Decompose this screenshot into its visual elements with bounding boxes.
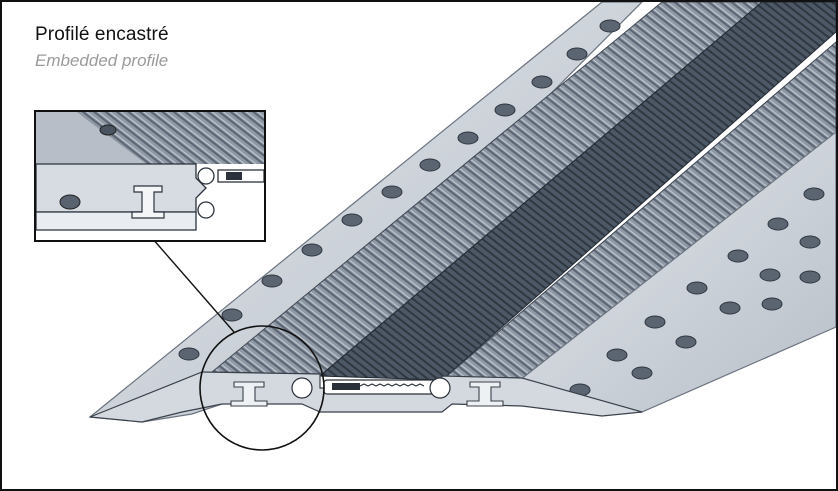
figure-title: Profilé encastré bbox=[35, 24, 169, 45]
detail-leader-line bbox=[151, 237, 235, 333]
detail-callout-circle bbox=[199, 325, 325, 451]
figure-subtitle: Embedded profile bbox=[35, 51, 169, 70]
detail-inset bbox=[34, 110, 266, 242]
